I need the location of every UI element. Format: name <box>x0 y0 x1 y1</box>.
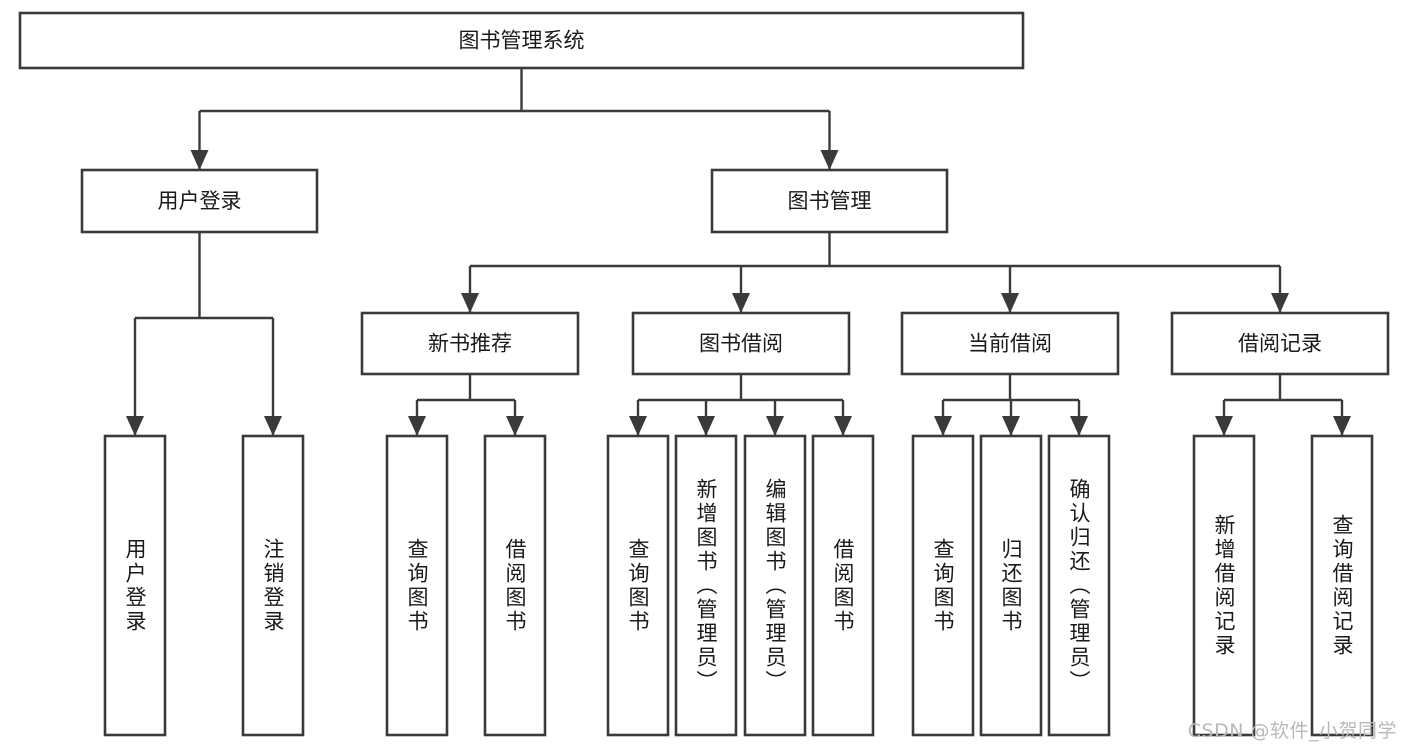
arrow-head-icon <box>1001 293 1019 313</box>
connector-layer <box>126 68 1351 436</box>
arrow-head-icon <box>264 416 282 436</box>
node-box-current-borrow[interactable] <box>900 311 1120 376</box>
node-box-leaf-query-book-1[interactable] <box>385 434 449 737</box>
arrow-head-icon <box>834 416 852 436</box>
arrow-head-icon <box>820 150 839 170</box>
node-box-leaf-query-book-3[interactable] <box>911 434 975 737</box>
node-box-leaf-add-book[interactable] <box>674 434 738 737</box>
arrow-head-icon <box>1002 416 1020 436</box>
arrow-head-icon <box>1215 416 1233 436</box>
arrow-head-icon <box>766 416 784 436</box>
arrow-head-icon <box>1070 416 1088 436</box>
node-label-new-book-recommend: 新书推荐 <box>428 332 512 356</box>
node-box-leaf-user-login[interactable] <box>103 434 167 737</box>
node-box-book-borrow[interactable] <box>631 311 851 376</box>
arrow-head-icon <box>934 416 952 436</box>
node-label-borrow-record: 借阅记录 <box>1238 332 1322 356</box>
arrow-head-icon <box>1333 416 1351 436</box>
arrow-head-icon <box>732 293 750 313</box>
node-label-book-manage: 图书管理 <box>788 189 872 213</box>
watermark-text: CSDN @软件_小贺同学 <box>1187 720 1397 742</box>
node-label-book-borrow: 图书借阅 <box>699 332 783 356</box>
node-label-root: 图书管理系统 <box>459 29 585 53</box>
node-box-layer <box>18 11 1390 737</box>
node-box-new-book-recommend[interactable] <box>360 311 580 376</box>
node-box-book-manage[interactable] <box>710 168 949 234</box>
node-box-leaf-add-record[interactable] <box>1192 434 1256 737</box>
node-box-leaf-edit-book[interactable] <box>743 434 807 737</box>
node-box-user-login[interactable] <box>80 168 319 234</box>
node-box-leaf-confirm-return[interactable] <box>1047 434 1111 737</box>
arrow-head-icon <box>408 416 426 436</box>
arrow-head-icon <box>1271 293 1289 313</box>
node-box-root[interactable] <box>18 11 1025 70</box>
arrow-head-icon <box>126 416 144 436</box>
arrow-head-icon <box>697 416 715 436</box>
node-box-borrow-record[interactable] <box>1170 311 1390 376</box>
arrow-head-icon <box>506 416 524 436</box>
node-label-user-login: 用户登录 <box>158 189 242 213</box>
arrow-head-icon <box>629 416 647 436</box>
node-box-leaf-borrow-book-1[interactable] <box>483 434 547 737</box>
node-box-leaf-user-logout[interactable] <box>241 434 305 737</box>
node-label-current-borrow: 当前借阅 <box>968 332 1052 356</box>
node-box-leaf-return-book[interactable] <box>979 434 1043 737</box>
node-box-leaf-query-record[interactable] <box>1310 434 1374 737</box>
node-box-leaf-query-book-2[interactable] <box>606 434 670 737</box>
arrow-head-icon <box>461 293 479 313</box>
arrow-head-icon <box>190 150 209 170</box>
node-box-leaf-borrow-book-2[interactable] <box>811 434 875 737</box>
